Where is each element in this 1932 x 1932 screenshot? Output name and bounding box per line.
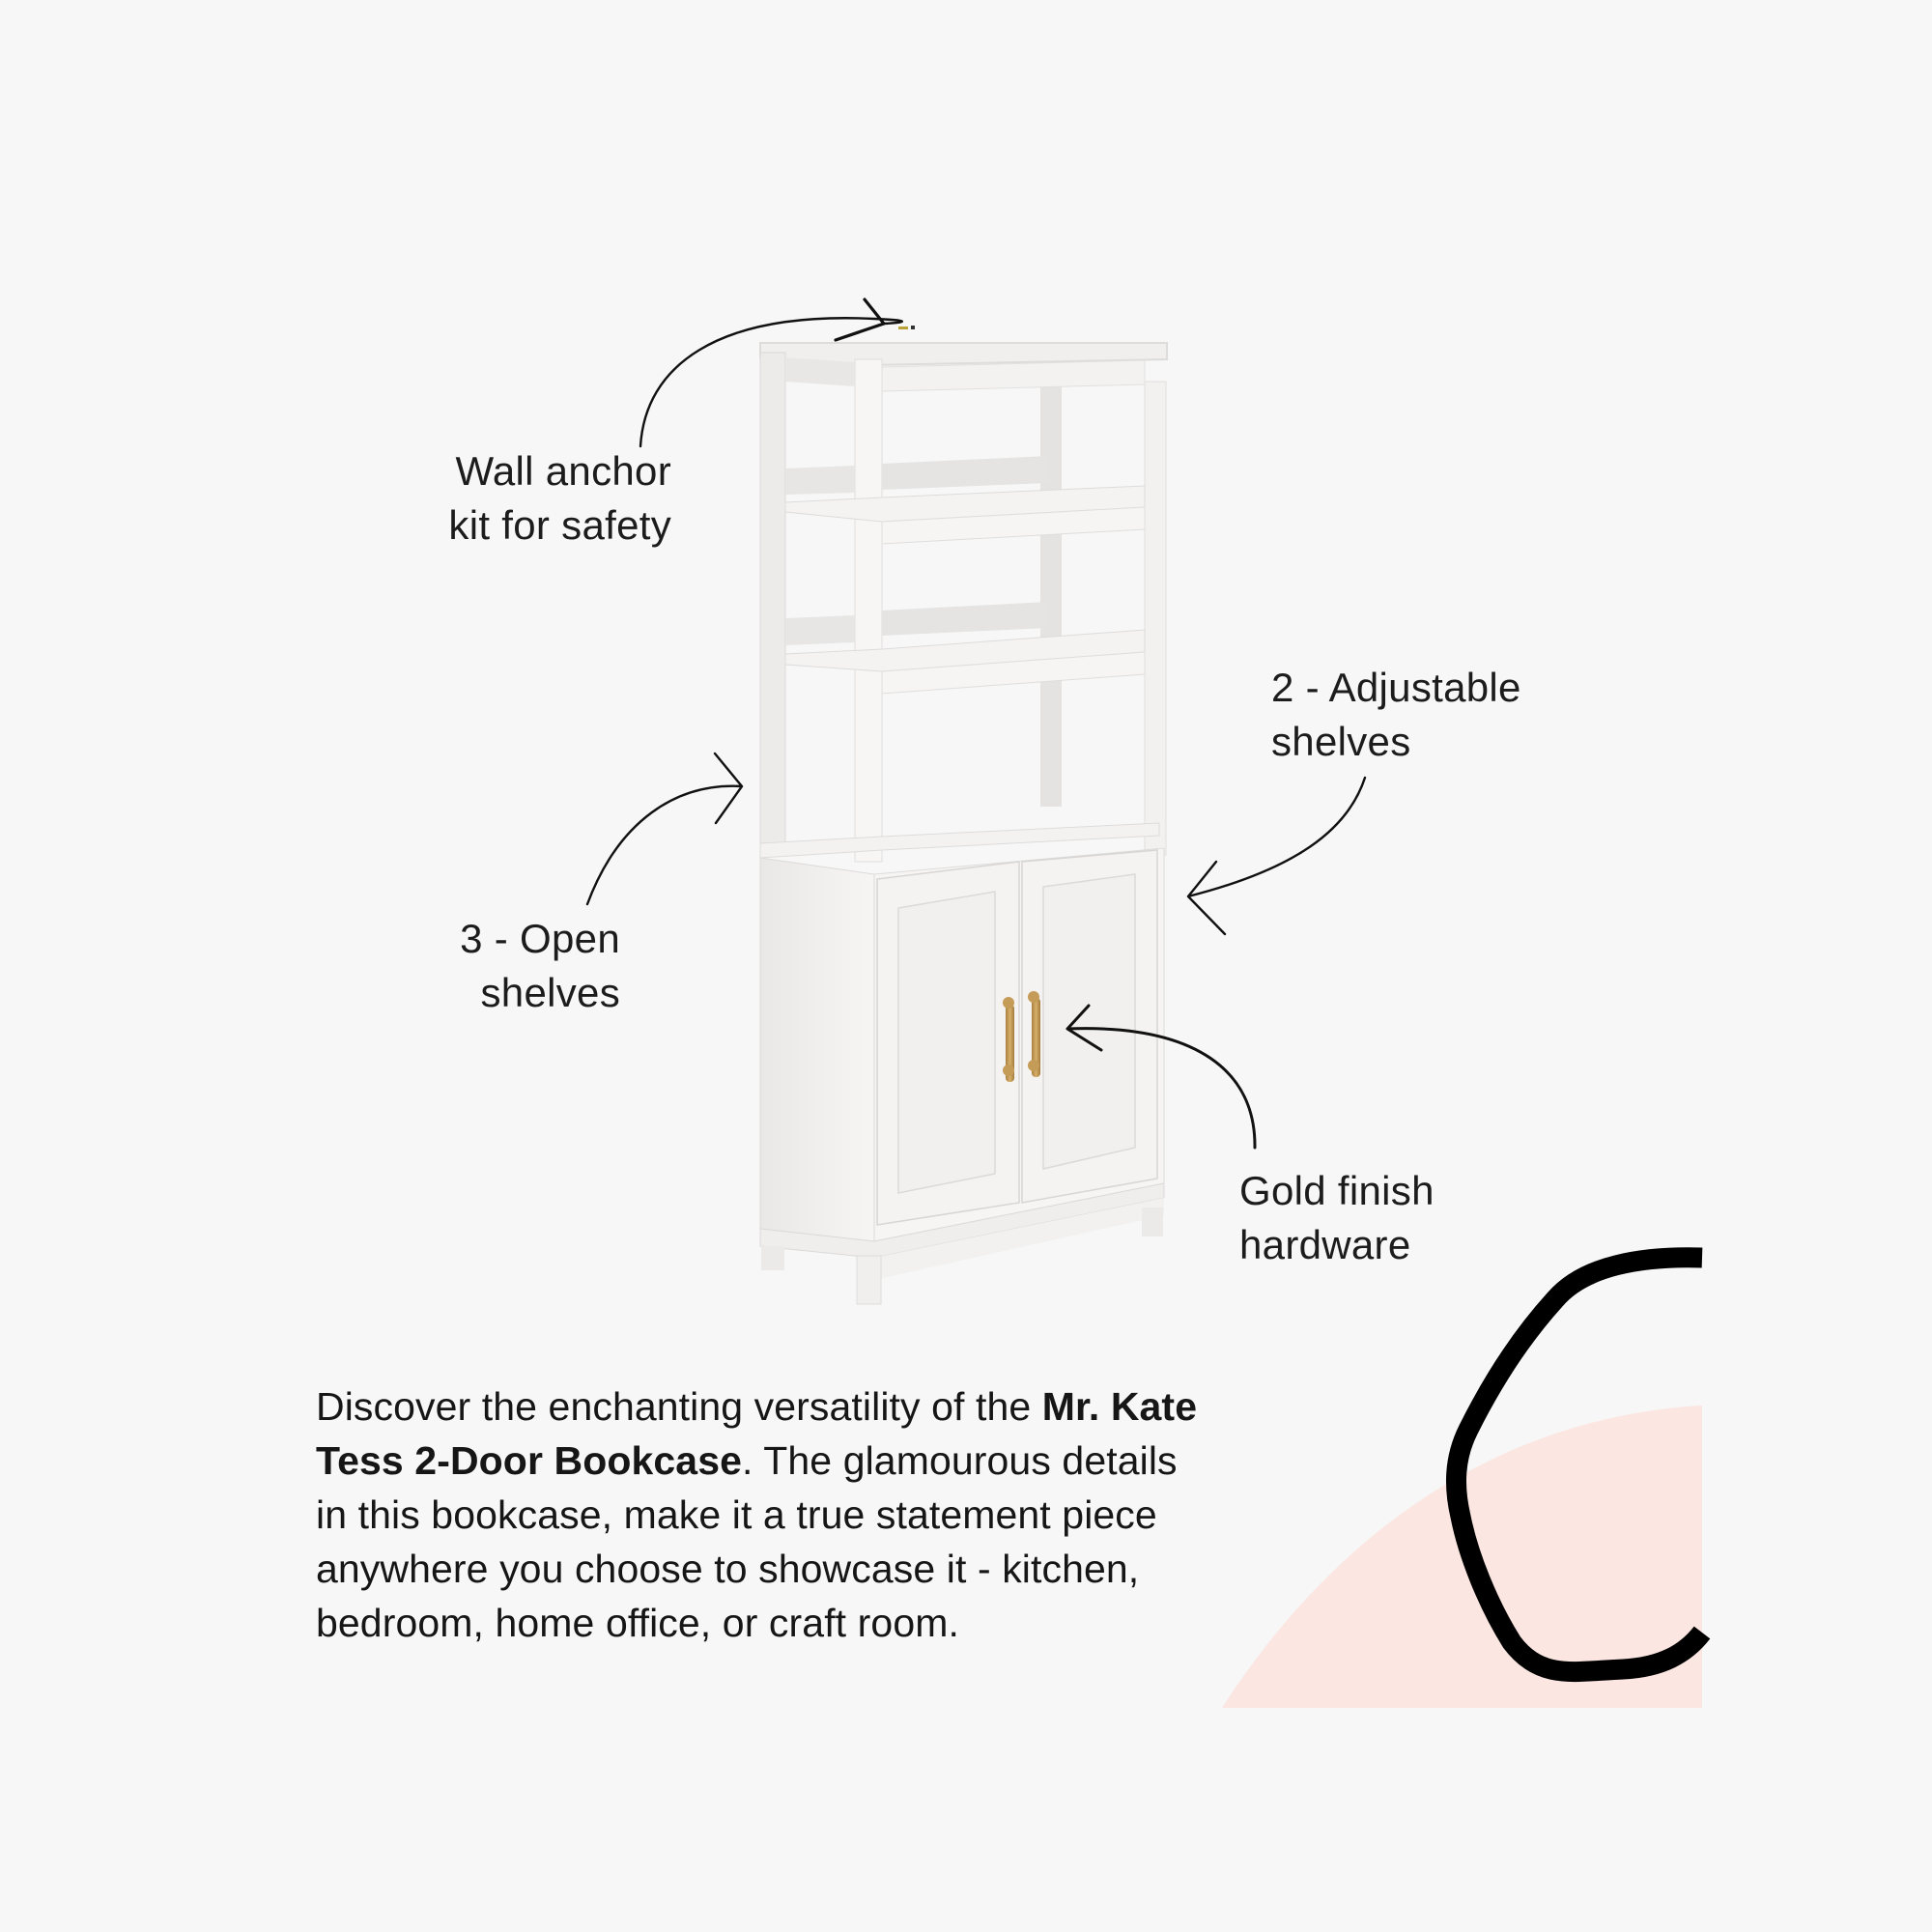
callout-text: Gold finish <box>1239 1168 1435 1213</box>
description-text: bedroom, home office, or craft room. <box>316 1601 959 1645</box>
gold-handle-right <box>1028 991 1040 1077</box>
curved-arrow-icon <box>639 317 903 448</box>
callout-text: shelves <box>480 970 620 1015</box>
callout-text: kit for safety <box>448 502 671 548</box>
gold-handle-left <box>1003 997 1014 1082</box>
callout-gold-hardware: Gold finish hardware <box>1239 1164 1435 1272</box>
callout-text: hardware <box>1239 1222 1411 1267</box>
curved-arrow-icon <box>1065 1004 1257 1150</box>
description-text: . The glamourous details <box>742 1438 1178 1483</box>
callout-text: shelves <box>1271 719 1411 764</box>
leg <box>1142 1208 1163 1236</box>
callout-text: Wall anchor <box>455 448 671 494</box>
callout-wall-anchor: Wall anchor kit for safety <box>391 444 671 553</box>
description-text: anywhere you choose to showcase it - kit… <box>316 1547 1140 1591</box>
black-outline-shape <box>1445 1247 1711 1683</box>
leg <box>761 1246 784 1270</box>
product-name-bold: Tess 2-Door Bookcase <box>316 1438 743 1483</box>
description-text: in this bookcase, make it a true stateme… <box>316 1492 1157 1537</box>
callout-text: 3 - Open <box>460 916 620 961</box>
curved-arrow-icon <box>585 752 744 906</box>
callout-text: 2 - Adjustable <box>1271 665 1521 710</box>
description-text: Discover the enchanting versatility of t… <box>316 1384 1042 1429</box>
leg <box>856 1255 882 1305</box>
product-name-bold: Mr. Kate <box>1041 1384 1198 1429</box>
callout-adjustable-shelves: 2 - Adjustable shelves <box>1271 661 1521 769</box>
callout-open-shelves: 3 - Open shelves <box>406 912 620 1020</box>
product-description: Discover the enchanting versatility of t… <box>316 1379 1378 1650</box>
curved-arrow-icon <box>834 298 886 342</box>
curved-arrow-icon <box>1186 776 1367 936</box>
